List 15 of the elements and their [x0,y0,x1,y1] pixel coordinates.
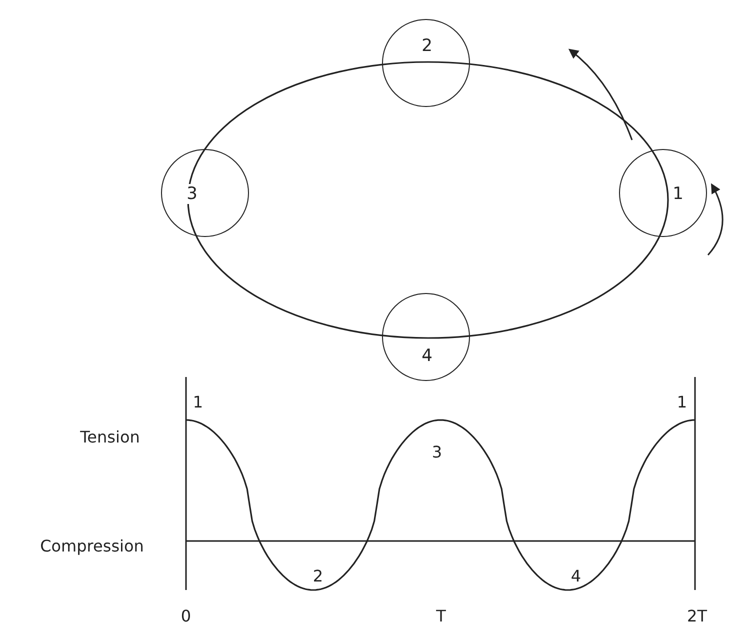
numbered-circle [382,293,470,381]
numbered-circle [161,149,249,237]
curve-point-number: 3 [432,442,442,462]
axis-label: Compression [40,536,144,556]
numbered-circle [382,19,470,107]
curve-point-number: 2 [312,566,324,586]
tick-label: 2T [687,606,707,626]
curve-point-number: 1 [192,392,204,412]
numbered-circle [619,149,707,237]
curve-point-number: 4 [570,566,582,586]
tick-label: 0 [180,606,192,626]
tick-label: T [436,606,446,626]
axis-label: Tension [80,428,140,446]
position-number: 3 [184,184,200,204]
curve-point-number: 1 [676,392,688,412]
